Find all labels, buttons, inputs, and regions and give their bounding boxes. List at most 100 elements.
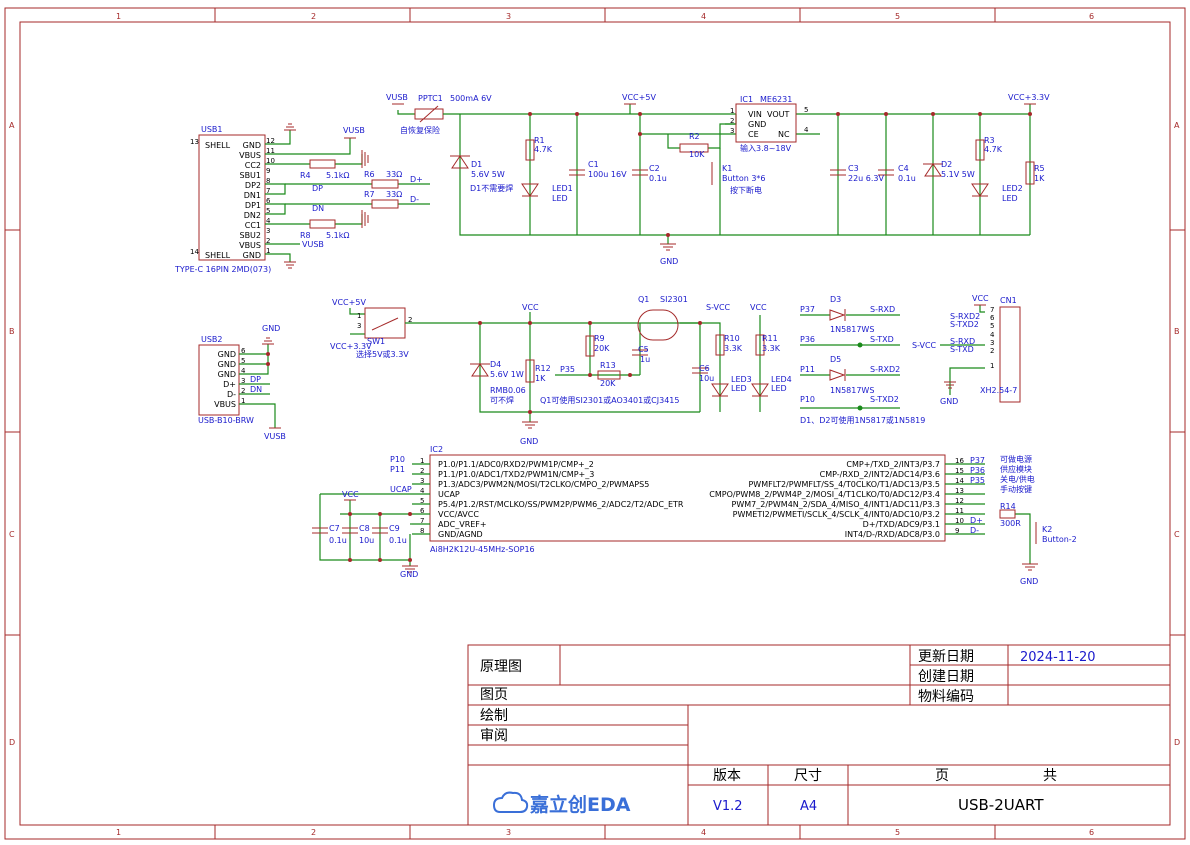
uart-note: D1、D2可使用1N5817或1N5819 (800, 415, 925, 425)
led1-ref: LED1 (552, 184, 573, 193)
usb1-pin-name: VBUS (239, 151, 261, 160)
r10-value: 3.3K (724, 344, 743, 353)
svg-text:4: 4 (804, 126, 809, 134)
usb1-wiring: VUSB R4 5.1kΩ R6 33Ω R7 33Ω R8 5.1kΩ D+ … (265, 123, 430, 269)
tb-version-label: 版本 (713, 768, 741, 784)
r14-value: 300R (1000, 519, 1021, 528)
mcu-left-pin-name: ADC_VREF+ (438, 520, 487, 529)
tb-schematic: 原理图 (480, 659, 522, 675)
r3-value: 4.7K (984, 145, 1003, 154)
ic1-pin-gnd: GND (748, 120, 766, 129)
k1-ref: K1 (722, 164, 732, 173)
p35-label: P35 (560, 365, 575, 374)
r7-value: 33Ω (386, 190, 402, 199)
ruler-row-b: B (1174, 327, 1180, 336)
mcu-left-pin-net: UCAP (390, 485, 412, 494)
usb2-pin-num: 4 (241, 367, 246, 375)
usb1-pin-name: SHELL (205, 251, 231, 260)
net-stxd2: S-TXD2 (870, 395, 899, 404)
usb2-vusb-label: VUSB (264, 432, 286, 441)
ruler-col-4: 4 (701, 12, 706, 21)
mcu-right-pin-net: D+ (970, 516, 983, 525)
mcu-left-pin-num: 4 (420, 487, 425, 495)
k2-ref: K2 (1042, 525, 1052, 534)
mcu-left-pin-num: 6 (420, 507, 425, 515)
c4-value: 0.1u (898, 174, 916, 183)
usb1-pin-num: 5 (266, 207, 270, 215)
ic1-value: ME6231 (760, 95, 792, 104)
usb1-pin-name: DP1 (245, 201, 261, 210)
mcu-note: 可做电源 供应模块 关电/供电 手动按键 (1000, 454, 1035, 494)
r11-ref: R11 (762, 334, 778, 343)
title-block: 原理图 图页 绘制 审阅 更新日期 2024-11-20 创建日期 物料编码 版… (467, 644, 1171, 826)
cn1-part: XH2.54-7 (980, 386, 1017, 395)
ruler-col-6: 6 (1089, 828, 1094, 837)
usb1-pin-name: GND (243, 141, 261, 150)
usb2-pin-name: GND (218, 360, 236, 369)
ruler-rows: A B C D A B C D (9, 121, 1180, 747)
tb-name: USB-2UART (958, 796, 1044, 814)
k2-value: Button-2 (1042, 535, 1077, 544)
ruler-col-3: 3 (506, 828, 511, 837)
usb1-pin-num: 4 (266, 217, 271, 225)
uart-p10: P10 (800, 395, 815, 404)
mcu-right-pin-name: INT4/D-/RXD/ADC8/P3.0 (845, 530, 940, 539)
mcu-left-pin-name: P1.0/P1.1/ADC0/RXD2/PWM1P/CMP+_2 (438, 460, 594, 469)
ruler-columns-bottom: 1 2 3 4 5 6 (116, 828, 1094, 837)
svg-text:可做电源: 可做电源 (1000, 454, 1032, 464)
logo-text: 嘉立创EDA (529, 793, 631, 816)
mcu-right-pin-name: PWMFLT2/PWMFLT/SS_4/T0CLKO/T1/ADC13/P3.5 (748, 480, 940, 489)
pptc1-note: 自恢复保险 (400, 125, 440, 135)
usb1-ref: USB1 (201, 125, 223, 134)
r5-ref: R5 (1034, 164, 1045, 173)
ruler-row-a: A (1174, 121, 1180, 130)
c6-ref: C6 (699, 364, 710, 373)
tb-size: A4 (800, 799, 817, 814)
d2-value: 5.1V 5W (941, 170, 975, 179)
tb-material-label: 物料编码 (918, 689, 974, 705)
net-srxd2: S-RXD2 (870, 365, 900, 374)
pptc1-value: 500mA 6V (450, 94, 492, 103)
d2-ref: D2 (941, 160, 952, 169)
k1-note: 按下断电 (730, 185, 762, 195)
mcu-right-pin-net: P35 (970, 476, 985, 485)
d1-note: D1不需要焊 (470, 183, 513, 193)
cn1-pin-net: S-TXD2 (950, 320, 979, 329)
cn1-pin-net: S-RXD (950, 337, 975, 346)
jlc-eda-logo: 嘉立创EDA (492, 791, 631, 816)
r12-value: 1K (535, 374, 546, 383)
usb2-pin-num: 3 (241, 377, 245, 385)
svg-text:手动按键: 手动按键 (1000, 484, 1032, 494)
ruler-columns-top: 1 2 3 4 5 6 (116, 12, 1094, 21)
ic2-ref: IC2 (430, 445, 443, 454)
mcu-right-pin-name: CMP+/TXD_2/INT3/P3.7 (846, 460, 940, 469)
d5-ref: D5 (830, 355, 841, 364)
net-dminus: D- (410, 195, 419, 204)
mcu-right-pin-name: PWMETI2/PWMETI/SCLK_4/SCLK_4/INT0/ADC10/… (733, 510, 940, 519)
usb1-pin-name: SHELL (205, 141, 231, 150)
ruler-col-5: 5 (895, 12, 900, 21)
uart-p37: P37 (800, 305, 815, 314)
sw-vcc5-label: VCC+5V (332, 298, 366, 307)
mcu-right-pin-name: CMPO/PWM8_2/PWM4P_2/MOSI_4/T1CLKO/T0/ADC… (709, 490, 940, 499)
usb2-part: USB-B10-BRW (198, 416, 254, 425)
usb1-pin-num: 14 (190, 248, 199, 256)
svg-text:2: 2 (408, 316, 412, 324)
c1-ref: C1 (588, 160, 599, 169)
mcu-right-pin-num: 10 (955, 517, 964, 525)
usb1-pin-name: DP2 (245, 181, 261, 190)
mcu-right-pin-num: 15 (955, 467, 964, 475)
cn1-pin-num: 1 (990, 362, 994, 370)
svg-text:3: 3 (730, 127, 734, 135)
mcu-left-pin-name: VCC/AVCC (438, 510, 479, 519)
d1-ref: D1 (471, 160, 482, 169)
r13-value: 20K (600, 379, 616, 388)
mcu-right-pin-num: 11 (955, 507, 964, 515)
c5-ref: C5 (638, 345, 649, 354)
c7-value: 0.1u (329, 536, 347, 545)
c2-ref: C2 (649, 164, 660, 173)
uart-section: P37 P36 P11 P10 D3 1N5817WS D5 1N5817WS … (800, 294, 1021, 425)
mcu-right-pin-net: D- (970, 526, 979, 535)
ruler-row-b: B (9, 327, 15, 336)
